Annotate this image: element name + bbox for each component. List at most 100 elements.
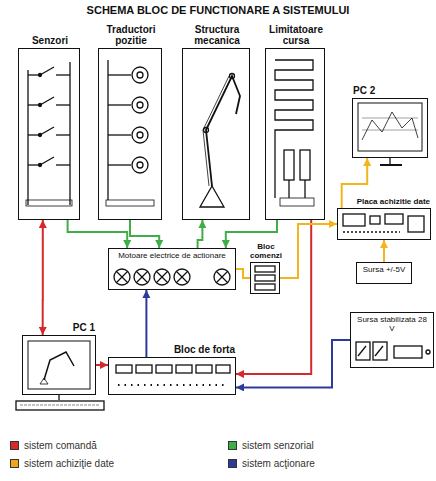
drawing-part [380,164,402,166]
box-heading: Senzori [10,35,90,46]
drawing-part [156,271,168,283]
drawing-part [343,214,365,226]
sensor-panel: Senzori [18,48,80,220]
box-label: Sursa stabilizata 28 V [351,313,433,333]
command-block: Bloc comenzi [250,262,280,294]
legend-row: sistem comandă [10,440,97,451]
drawing-part [156,365,172,373]
drawing-part [106,200,154,206]
drawing-part [108,164,131,165]
drawing-part [20,405,100,406]
drawing-part [156,271,168,283]
drawing-part [40,157,54,165]
figures [16,60,430,410]
drawing-part [114,269,230,285]
drawing-part [108,104,131,105]
legend-text: sistem senzorial [242,440,314,451]
drawing-part [284,150,294,180]
drawing-part [176,271,188,283]
drawing-part [56,164,70,165]
drawing-part [206,76,240,186]
drawing-part [174,269,190,285]
box-label: Motoare electrice de actionare [109,249,235,260]
drawing-part [132,67,148,83]
drawing-part [255,275,275,281]
drawing-part [203,76,229,186]
limit-switch-panel: Limitatoare cursa [265,48,325,220]
drawing-part [288,180,289,198]
drawing-part [389,158,390,164]
drawing-part [176,365,192,373]
signal-line [236,269,250,278]
drawing-part [116,365,132,373]
signal-line [383,240,385,262]
drawing-part [356,342,370,360]
power-supply: Sursa stabilizata 28 V [350,312,434,368]
drawing-part [40,378,48,384]
drawing-part [362,112,418,140]
power-supply: Sursa +/-5V [356,262,412,284]
drawing-part [108,134,131,135]
drawing-part [200,186,224,207]
legend-text: sistem achiziţie date [24,458,114,469]
mechanism-panel: Structura mecanica [182,48,250,220]
drawing-part [230,74,235,79]
drawing-part [108,74,131,75]
drawing-part [362,130,418,131]
computer-monitor: PC 2 [352,98,428,158]
drawing-part [385,214,403,224]
legend-row: sistem senzorial [228,440,314,451]
drawing-part [44,352,74,380]
drawing-part [216,271,228,283]
box-heading: PC 2 [353,85,393,96]
drawing-part [362,118,418,119]
transducer-panel: Traductori pozitie [98,48,162,220]
drawing-part [394,346,422,358]
drawing-part [137,72,143,78]
box-heading: Placa achizitie date [357,197,430,206]
drawing-part [274,140,275,198]
drawing-part [69,62,70,205]
drawing-part [216,271,228,283]
legend-swatch [10,441,19,450]
drawing-part [134,269,150,285]
drawing-part [132,157,148,173]
drawing-part [56,104,70,105]
drawing-part [16,401,104,410]
drawing-part [114,269,130,285]
box-heading: Structura mecanica [177,24,257,46]
signal-line [130,220,159,248]
acquisition-board: Placa achizitie date [337,208,431,240]
drawing-part [40,67,54,75]
drawing-part [280,198,314,206]
drawing-part [343,231,400,232]
drawing-part [154,269,170,285]
signal-line [236,220,311,374]
drawing-part [137,162,143,168]
drawing-part [136,365,152,373]
drawing-part [27,70,28,205]
box-heading: Limitatoare cursa [258,24,334,46]
legend-row: sistem achiziţie date [10,458,114,469]
signal-line [42,220,44,335]
drawing-part [116,271,128,283]
drawing-part [137,102,143,108]
drawing-part [56,74,70,75]
drawing-part [26,200,72,206]
drawing-part [132,127,148,143]
box-heading: PC 1 [55,322,95,333]
drawing-part [28,67,70,77]
drawing-part [204,128,209,133]
drawing-part [39,104,42,107]
drawing-part [176,271,188,283]
drawing-part [137,132,143,138]
drawing-part [40,127,54,135]
legend-text: sistem acţionare [242,458,315,469]
drawing-part [39,164,42,167]
legend-swatch [10,459,19,468]
box-heading: Bloc comenzi [243,242,289,260]
drawing-part [255,284,275,290]
signal-line [68,220,128,248]
drawing-part [370,216,380,224]
